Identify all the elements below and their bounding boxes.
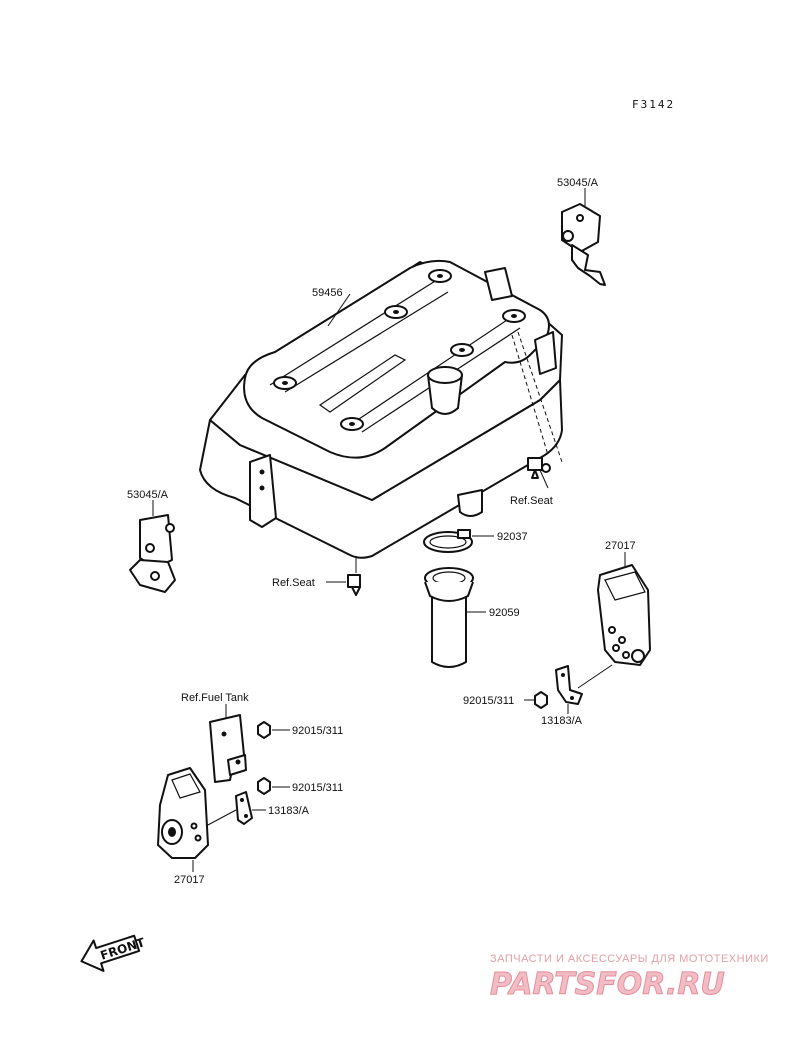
label-hose: 92059 bbox=[489, 607, 520, 619]
fuel-tank-bracket bbox=[209, 714, 247, 783]
label-damper-left: 27017 bbox=[174, 874, 205, 886]
front-arrow: FRONT bbox=[80, 934, 147, 972]
bolt-ref-seat-left bbox=[347, 574, 361, 596]
watermark-logo: ЗАПЧАСТИ И АКСЕССУАРЫ ДЛЯ МОТОТЕХНИКИ PA… bbox=[490, 953, 769, 1003]
watermark-tagline: ЗАПЧАСТИ И АКСЕССУАРЫ ДЛЯ МОТОТЕХНИКИ bbox=[490, 953, 769, 965]
nut-92015-311-left-2 bbox=[257, 777, 271, 795]
label-nut-left-1: 92015/311 bbox=[292, 725, 343, 737]
diagram-code: F3142 bbox=[632, 98, 675, 111]
label-plate-left: 13183/A bbox=[268, 805, 310, 817]
bolt-ref-seat-right bbox=[527, 457, 551, 479]
plate-13183a-left bbox=[235, 791, 253, 825]
hose-92059 bbox=[424, 567, 474, 668]
clamp-92037 bbox=[423, 529, 473, 553]
watermark-site: PARTSFOR.RU bbox=[490, 967, 725, 1002]
nut-92015-311-right bbox=[534, 691, 548, 709]
label-ref-seat-right: Ref.Seat bbox=[510, 495, 553, 507]
label-cover: 59456 bbox=[312, 287, 343, 299]
label-clamp: 92037 bbox=[497, 531, 528, 543]
bracket-53045a-left bbox=[129, 514, 176, 593]
label-damper-right: 27017 bbox=[605, 540, 636, 552]
nut-92015-311-left-1 bbox=[257, 721, 271, 739]
label-nut-left-2: 92015/311 bbox=[292, 782, 343, 794]
label-nut-right: 92015/311 bbox=[463, 695, 514, 707]
plate-13183a-right bbox=[555, 665, 583, 705]
damper-27017-right bbox=[597, 564, 651, 666]
label-ref-fuel-tank: Ref.Fuel Tank bbox=[181, 692, 249, 704]
damper-27017-left bbox=[157, 767, 209, 859]
label-ref-seat-left: Ref.Seat bbox=[272, 577, 315, 589]
air-cover-59456 bbox=[199, 259, 563, 559]
bracket-53045a-top bbox=[561, 203, 606, 286]
label-bracket-left: 53045/A bbox=[127, 489, 169, 501]
label-plate-right: 13183/A bbox=[541, 715, 583, 727]
label-bracket-top: 53045/A bbox=[557, 177, 599, 189]
